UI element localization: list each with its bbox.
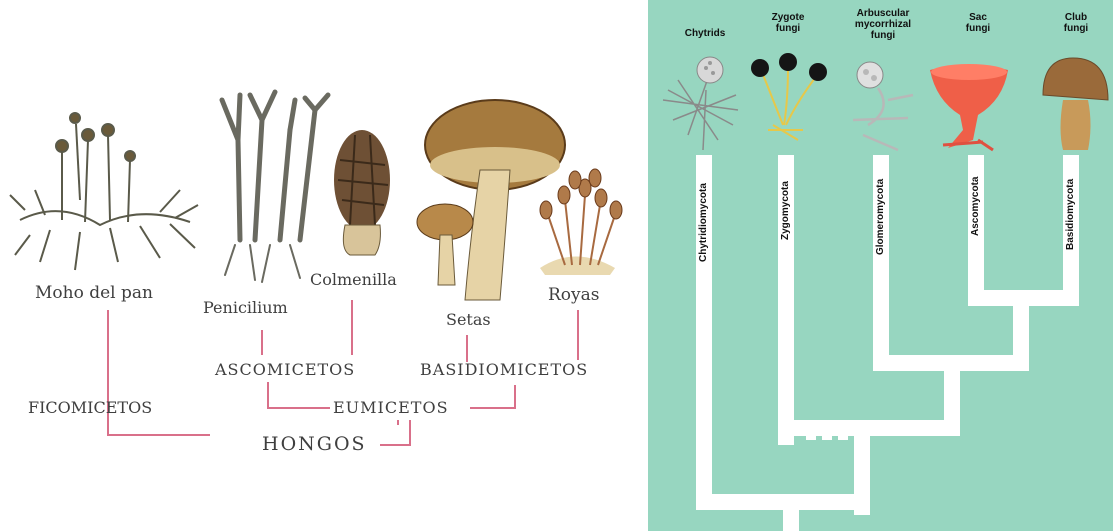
phylogeny-artwork (648, 0, 1113, 531)
fungi-classification-diagram: Moho del pan Penicilium Colmenilla Setas… (0, 0, 645, 531)
label-ficomicetos: FICOMICETOS (28, 398, 152, 417)
label-ascomicetos: ASCOMICETOS (215, 360, 355, 379)
phylum-label-basidiomycota: Basidiomycota (1065, 179, 1076, 250)
label-colmenilla: Colmenilla (310, 270, 397, 289)
common-name-zygote-fungi: Zygote fungi (758, 12, 818, 34)
phylum-label-ascomycota: Ascomycota (970, 177, 981, 236)
chytrid-illustration (663, 57, 738, 150)
phylum-label-glomeromycota: Glomeromycota (875, 179, 886, 255)
rust-fungi-illustration (540, 169, 622, 275)
club-fungi-illustration (1043, 58, 1108, 150)
penicilium-illustration (222, 92, 328, 282)
label-eumicetos: EUMICETOS (333, 398, 449, 417)
common-name-club-fungi: Club fungi (1046, 12, 1106, 34)
phylum-label-chytridiomycota: Chytridiomycota (698, 183, 709, 262)
tree-branches (696, 155, 1079, 531)
arbuscular-fungi-illustration (853, 62, 913, 150)
phylum-label-zygomycota: Zygomycota (780, 181, 791, 240)
label-moho-del-pan: Moho del pan (35, 283, 153, 303)
label-hongos: HONGOS (262, 433, 367, 455)
zygote-fungi-illustration (751, 53, 827, 140)
label-basidiomicetos: BASIDIOMICETOS (420, 360, 588, 379)
fungi-phylogeny-diagram: Chytrids Zygote fungi Arbuscular mycorrh… (648, 0, 1113, 531)
common-name-sac-fungi: Sac fungi (948, 12, 1008, 34)
label-setas: Setas (446, 310, 491, 329)
sac-fungi-illustration (930, 64, 1008, 150)
morel-illustration (334, 130, 390, 255)
label-penicilium: Penicilium (203, 298, 288, 317)
bread-mold-illustration (10, 113, 198, 270)
common-name-arbuscular-fungi: Arbuscular mycorrhizal fungi (838, 8, 928, 41)
common-name-chytrids: Chytrids (670, 28, 740, 39)
label-royas: Royas (548, 285, 600, 305)
